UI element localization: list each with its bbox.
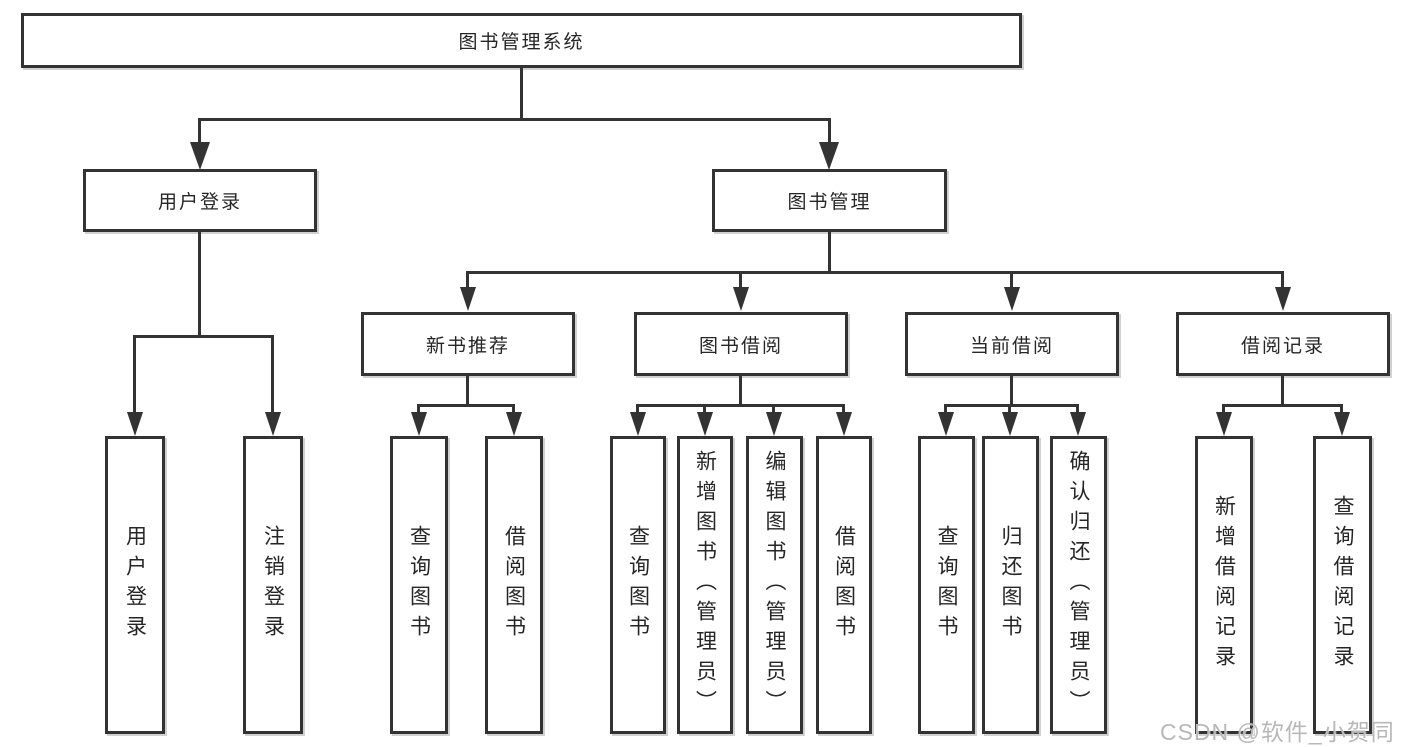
connector-line: [417, 404, 515, 407]
node-bb-query-books: 查询图书: [610, 436, 666, 734]
connector-line: [1076, 404, 1079, 413]
connector-line: [417, 404, 420, 413]
node-logout: 注销登录: [243, 436, 303, 734]
node-label: 新增借阅记录: [1212, 495, 1236, 675]
connector-line: [512, 404, 515, 413]
connector-line: [1010, 376, 1013, 406]
node-bb-borrow-books: 借阅图书: [816, 436, 872, 734]
connector-line: [1222, 404, 1343, 407]
connector-line: [1222, 404, 1225, 413]
arrow-down-icon: [265, 412, 281, 436]
node-label: 查询图书: [935, 525, 958, 645]
node-label: 借阅记录: [1240, 335, 1325, 357]
arrow-down-icon: [411, 412, 427, 436]
connector-line: [828, 118, 831, 143]
connector-line: [944, 404, 947, 413]
connector-line: [772, 404, 775, 413]
connector-line: [703, 404, 706, 413]
connector-line: [828, 232, 831, 273]
connector-line: [133, 335, 136, 412]
arrow-down-icon: [1004, 287, 1020, 311]
arrow-down-icon: [127, 412, 143, 436]
node-label: 当前借阅: [969, 335, 1054, 357]
arrow-down-icon: [836, 412, 852, 436]
node-book-management: 图书管理: [712, 169, 947, 232]
connector-line: [739, 376, 742, 406]
connector-line: [1281, 271, 1284, 288]
node-label: 图书借阅: [698, 335, 783, 357]
connector-line: [520, 68, 523, 120]
node-new-book-recommend: 新书推荐: [361, 312, 575, 376]
node-br-query-record: 查询借阅记录: [1313, 436, 1372, 734]
node-label: 注销登录: [261, 525, 285, 645]
arrow-down-icon: [1275, 287, 1291, 311]
node-cb-confirm-return-admin: 确认归还（管理员）: [1050, 436, 1107, 734]
connector-line: [1281, 376, 1284, 406]
arrow-down-icon: [1002, 412, 1018, 436]
node-cb-query-books: 查询图书: [918, 436, 975, 734]
node-current-borrowing: 当前借阅: [905, 312, 1119, 376]
connector-line: [1010, 271, 1013, 288]
node-nb-borrow-books: 借阅图书: [485, 436, 543, 734]
node-label: 归还图书: [999, 525, 1022, 645]
node-label: 编辑图书（管理员）: [763, 450, 786, 720]
connector-line: [1008, 404, 1011, 413]
node-label: 查询图书: [626, 525, 650, 645]
connector-line: [739, 271, 742, 288]
node-bb-add-books-admin: 新增图书（管理员）: [677, 436, 733, 734]
node-label: 借阅图书: [502, 525, 526, 645]
arrow-down-icon: [819, 142, 839, 170]
connector-line: [466, 271, 469, 288]
arrow-down-icon: [1334, 412, 1350, 436]
connector-line: [636, 404, 639, 413]
connector-line: [198, 118, 201, 143]
connector-line: [271, 335, 274, 412]
connector-line: [133, 335, 274, 338]
connector-line: [198, 232, 201, 337]
connector-line: [636, 404, 845, 407]
arrow-down-icon: [733, 287, 749, 311]
node-library-system: 图书管理系统: [21, 13, 1022, 68]
node-br-add-record: 新增借阅记录: [1195, 436, 1253, 734]
csdn-watermark: CSDN @软件_小贺同学: [1160, 719, 1395, 745]
arrow-down-icon: [190, 142, 210, 170]
node-book-borrowing: 图书借阅: [634, 312, 848, 376]
connector-line: [842, 404, 845, 413]
node-label: 图书管理: [787, 192, 872, 213]
arrow-down-icon: [630, 412, 646, 436]
node-label: 新书推荐: [425, 335, 510, 357]
connector-line: [466, 376, 469, 406]
node-label: 确认归还（管理员）: [1067, 450, 1090, 720]
arrow-down-icon: [1216, 412, 1232, 436]
connector-line: [944, 404, 1079, 407]
arrow-down-icon: [460, 287, 476, 311]
node-borrowing-records: 借阅记录: [1176, 312, 1390, 376]
arrow-down-icon: [938, 412, 954, 436]
node-nb-query-books: 查询图书: [390, 436, 448, 734]
node-user-login: 用户登录: [83, 169, 317, 232]
node-label: 查询图书: [407, 525, 431, 645]
arrow-down-icon: [766, 412, 782, 436]
connector-line: [466, 271, 1284, 274]
node-label: 查询借阅记录: [1331, 495, 1354, 675]
node-label: 借阅图书: [832, 525, 856, 645]
connector-line: [1340, 404, 1343, 413]
node-bb-edit-books-admin: 编辑图书（管理员）: [746, 436, 803, 734]
node-label: 图书管理系统: [458, 32, 585, 53]
node-label: 新增图书（管理员）: [693, 450, 717, 720]
arrow-down-icon: [506, 412, 522, 436]
arrow-down-icon: [697, 412, 713, 436]
node-label: 用户登录: [157, 192, 242, 213]
node-login: 用户登录: [105, 436, 165, 734]
node-cb-return-books: 归还图书: [982, 436, 1039, 734]
arrow-down-icon: [1070, 412, 1086, 436]
node-label: 用户登录: [123, 525, 147, 645]
connector-line: [198, 118, 830, 121]
